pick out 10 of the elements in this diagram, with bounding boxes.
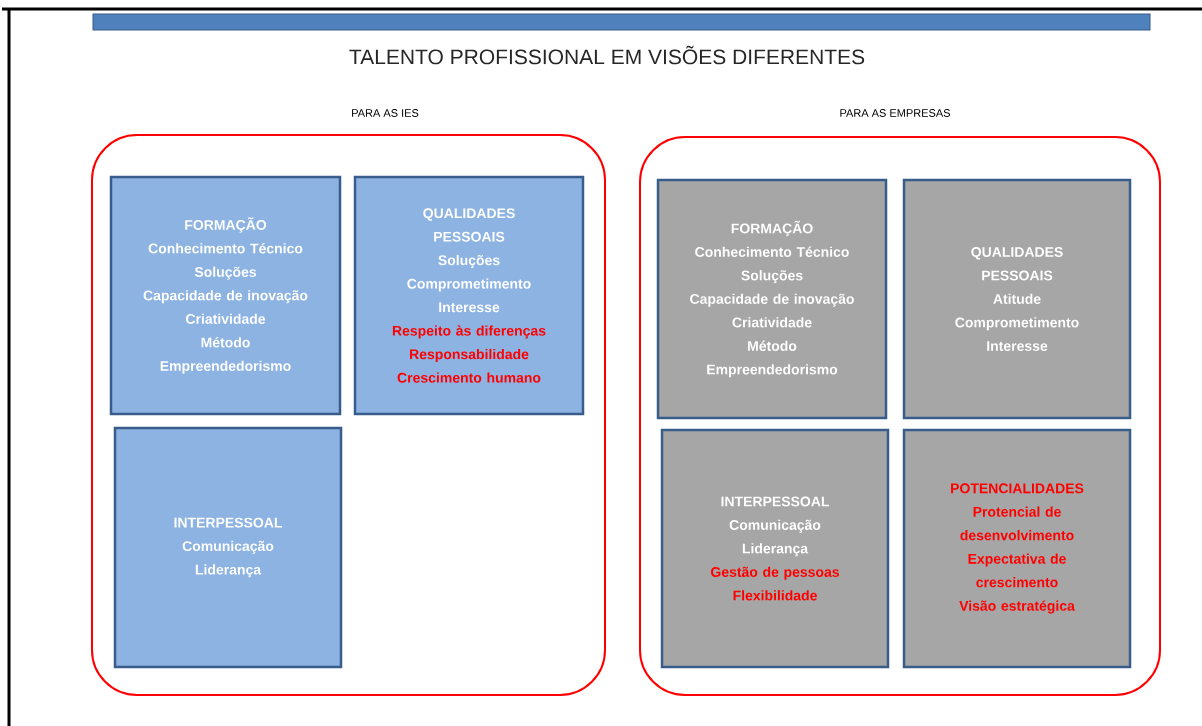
category-box: POTENCIALIDADES Protencial de desenvolvimento Expectativa de crescimento Visão estratégica bbox=[902, 428, 1132, 669]
category-box: FORMAÇÃO Conhecimento Técnico Soluções Capacidade de inovação Criatividade Método Empreendedorismo bbox=[109, 175, 342, 416]
category-box: QUALIDADES PESSOAIS Soluções Comprometimento Interesse Respeito às diferenças Responsabilidade Crescimento humano bbox=[353, 175, 585, 416]
group-heading: PARA AS EMPRESAS bbox=[840, 109, 950, 117]
category-box: INTERPESSOAL Comunicação Liderança bbox=[113, 426, 343, 669]
category-box: QUALIDADES PESSOAIS Atitude Comprometimento Interesse bbox=[902, 178, 1132, 420]
group-heading: PARA AS IES bbox=[352, 109, 419, 117]
category-box: INTERPESSOAL Comunicação Liderança Gestão de pessoas Flexibilidade bbox=[660, 428, 890, 669]
category-box: FORMAÇÃO Conhecimento Técnico Soluções Capacidade de inovação Criatividade Método Empreendedorismo bbox=[656, 178, 888, 420]
title: TALENTO PROFISSIONAL EM VISÕES DIFERENTES bbox=[349, 45, 865, 65]
